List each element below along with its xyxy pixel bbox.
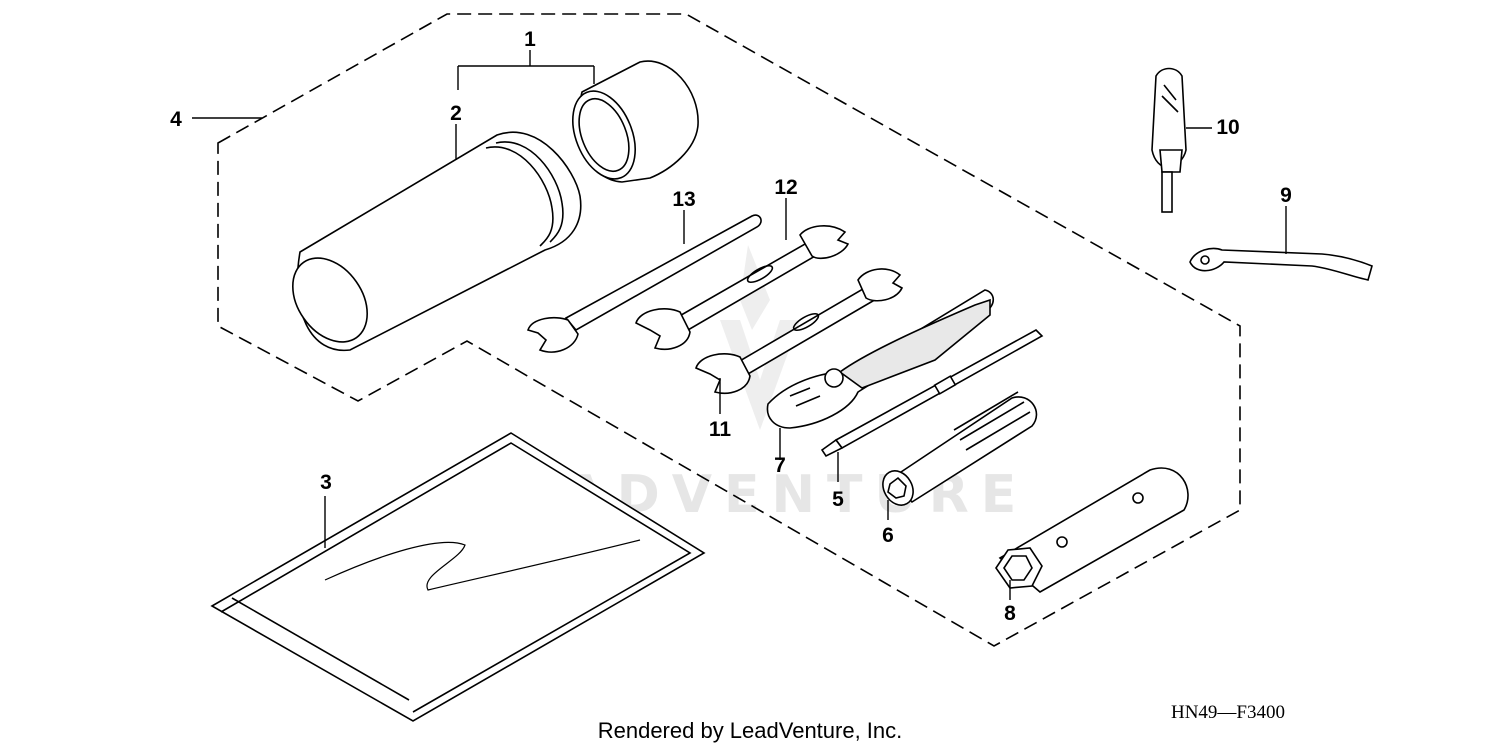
callout-7: 7: [774, 454, 786, 477]
callout-6: 6: [882, 524, 894, 547]
callout-9: 9: [1280, 184, 1292, 207]
double-wrench-lower: [695, 268, 904, 394]
callout-12: 12: [774, 176, 797, 199]
tool-kit-outline: [217, 13, 1241, 647]
callout-1: 1: [524, 28, 536, 51]
single-wrench: [526, 214, 762, 353]
callout-8: 8: [1004, 602, 1016, 625]
tool-case-cap: [572, 60, 699, 183]
callout-2: 2: [450, 102, 462, 125]
leader-1: [457, 50, 595, 90]
screwdriver-handle: [882, 391, 1038, 506]
manual-bag: [210, 432, 706, 722]
screwdriver: [820, 329, 1044, 458]
callout-13: 13: [672, 188, 695, 211]
credit-line: Rendered by LeadVenture, Inc.: [598, 718, 903, 743]
double-wrench-upper: [635, 225, 850, 350]
callouts: 1 2 3 4 5 6 7 8 9 10 11 12 13: [170, 28, 1292, 625]
plug-wrench: [995, 467, 1189, 593]
leader-lines: [192, 50, 1287, 600]
pin-spanner: [1189, 247, 1373, 281]
callout-11: 11: [709, 418, 732, 441]
callout-10: 10: [1216, 116, 1239, 139]
drawing-code: HN49—F3400: [1171, 702, 1285, 723]
valve-adjuster: [1151, 67, 1187, 213]
pliers: [766, 289, 995, 429]
tool-case-tube: [292, 131, 582, 352]
callout-3: 3: [320, 471, 332, 494]
callout-4: 4: [170, 108, 182, 131]
callout-5: 5: [832, 488, 844, 511]
